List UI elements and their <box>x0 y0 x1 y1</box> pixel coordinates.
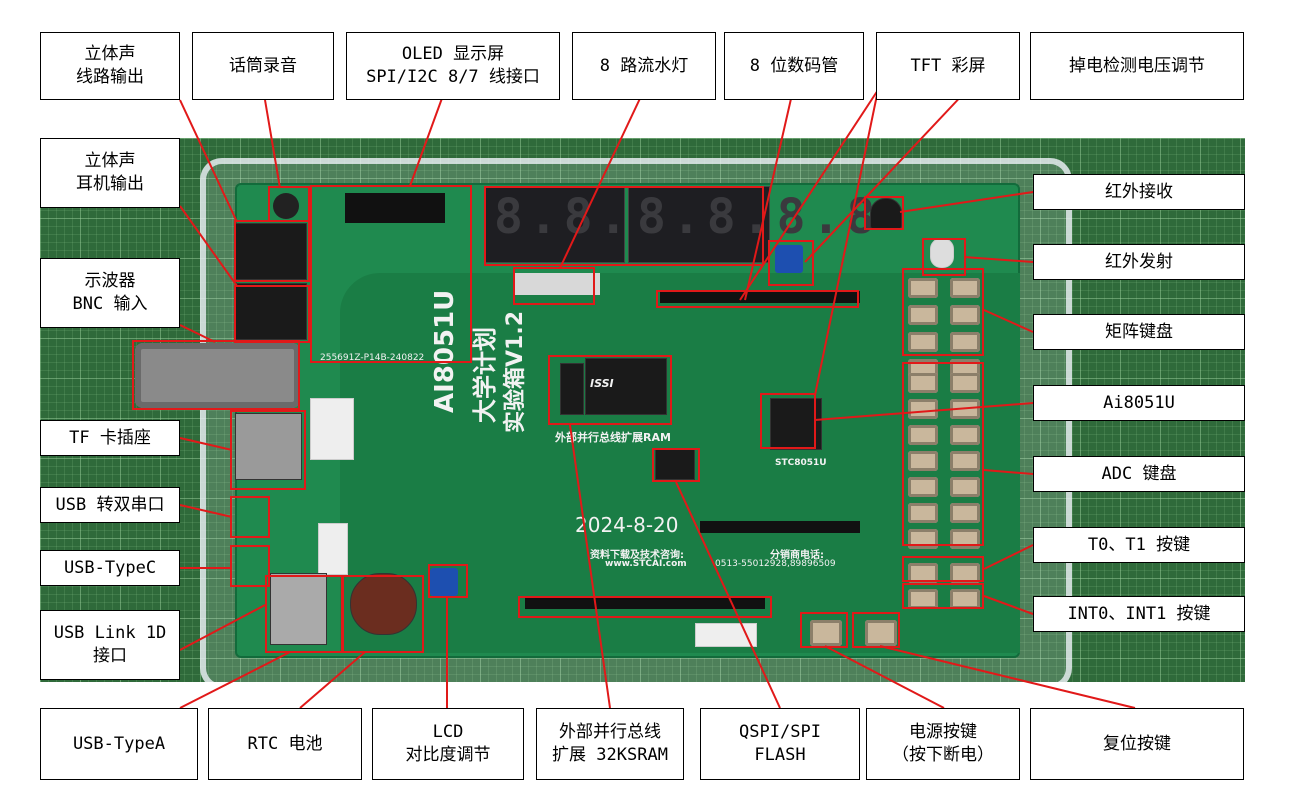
right-header <box>700 521 860 533</box>
usb-typea-port <box>270 573 327 645</box>
label-mcu: Ai8051U <box>1033 385 1245 421</box>
label-ir-rx: 红外接收 <box>1033 174 1245 210</box>
bus-header <box>525 597 765 609</box>
label-lcd-contrast: LCD 对比度调节 <box>372 708 524 780</box>
box-flash <box>652 448 700 482</box>
label-power-key: 电源按键 （按下断电） <box>866 708 1020 780</box>
box-int <box>902 583 984 609</box>
label-led8: 8 路流水灯 <box>572 32 716 100</box>
box-sram <box>548 355 672 425</box>
box-mic <box>268 186 310 222</box>
label-usb-typec: USB-TypeC <box>40 550 180 586</box>
label-usb-link: USB Link 1D 接口 <box>40 610 180 680</box>
label-oled: OLED 显示屏 SPI/I2C 8/7 线接口 <box>346 32 560 100</box>
oled-header <box>345 193 445 223</box>
box-headphone <box>234 285 310 343</box>
box-adc <box>902 362 984 546</box>
label-oscilloscope: 示波器 BNC 输入 <box>40 258 180 328</box>
led-row <box>515 273 600 295</box>
box-mcu <box>760 393 816 449</box>
box-lcd-pot <box>428 564 468 598</box>
label-mic-record: 话筒录音 <box>192 32 334 100</box>
mcu-chip <box>770 398 822 450</box>
label-tf-card: TF 卡插座 <box>40 420 180 456</box>
board-website: www.STCAI.com <box>605 559 687 569</box>
label-matrix-keys: 矩阵键盘 <box>1033 314 1245 350</box>
box-reset-key <box>852 612 900 648</box>
box-bus-header <box>518 596 772 618</box>
label-seg8: 8 位数码管 <box>724 32 864 100</box>
microphone <box>273 193 299 219</box>
label-t0t1-keys: T0、T1 按键 <box>1033 527 1245 563</box>
label-reset-key: 复位按键 <box>1030 708 1244 780</box>
label-stereo-line-out: 立体声 线路输出 <box>40 32 180 100</box>
board-phone: 0513-55012928,89896509 <box>715 559 836 569</box>
flash-chip <box>655 448 695 480</box>
lcd-contrast-pot <box>430 568 458 596</box>
label-ir-tx: 红外发射 <box>1033 244 1245 280</box>
power-detect-pot <box>775 245 803 273</box>
box-t0t1 <box>902 556 984 582</box>
sram-chip: ISSI <box>585 358 667 415</box>
ir-led <box>930 238 954 268</box>
box-ir-rx <box>864 196 904 230</box>
phone-label: 分销商电话: <box>770 550 824 561</box>
pcb-board: 255691Z-P14B-240822 8.8.8.8 8.8.8.8 AI80… <box>235 183 1020 658</box>
box-pot-power <box>768 240 814 286</box>
label-ext-bus: 外部并行总线 扩展 32KSRAM <box>536 708 684 780</box>
label-usb-serial: USB 转双串口 <box>40 487 180 523</box>
headphone-jack <box>235 283 307 340</box>
oled-code: 255691Z-P14B-240822 <box>320 353 425 363</box>
box-oled <box>310 185 472 363</box>
tft-header <box>660 291 860 303</box>
mcu-label: STC8051U <box>775 458 827 468</box>
power-button <box>810 620 842 646</box>
tf-slot <box>235 413 302 480</box>
label-usb-typea: USB-TypeA <box>40 708 198 780</box>
latch-chip <box>560 363 584 415</box>
label-adc-keys: ADC 键盘 <box>1033 456 1245 492</box>
box-tft-header <box>656 290 859 308</box>
label-power-detect: 掉电检测电压调节 <box>1030 32 1244 100</box>
label-qspi-flash: QSPI/SPI FLASH <box>700 708 860 780</box>
box-segments <box>484 186 764 266</box>
box-matrix <box>902 268 984 356</box>
board-date: 2024-8-20 <box>575 513 679 537</box>
label-stereo-headphone: 立体声 耳机输出 <box>40 138 180 208</box>
segment-display-right: 8.8.8.8 <box>628 186 875 263</box>
reset-button <box>865 620 897 646</box>
box-bnc <box>132 340 300 410</box>
label-rtc-battery: RTC 电池 <box>208 708 362 780</box>
box-rtc <box>342 575 424 653</box>
board-info: 资料下载及技术咨询: <box>590 550 684 561</box>
bnc-connector <box>135 343 300 408</box>
ext-ram-text: 外部并行总线扩展RAM <box>555 431 671 444</box>
box-usb-typec <box>230 545 270 587</box>
label-tft: TFT 彩屏 <box>876 32 1020 100</box>
usb-connector <box>318 523 348 575</box>
box-power-key <box>800 612 848 648</box>
box-leds <box>513 267 595 305</box>
rtc-holder <box>350 573 417 635</box>
tf-connector <box>310 398 354 460</box>
label-int-keys: INT0、INT1 按键 <box>1033 596 1245 632</box>
